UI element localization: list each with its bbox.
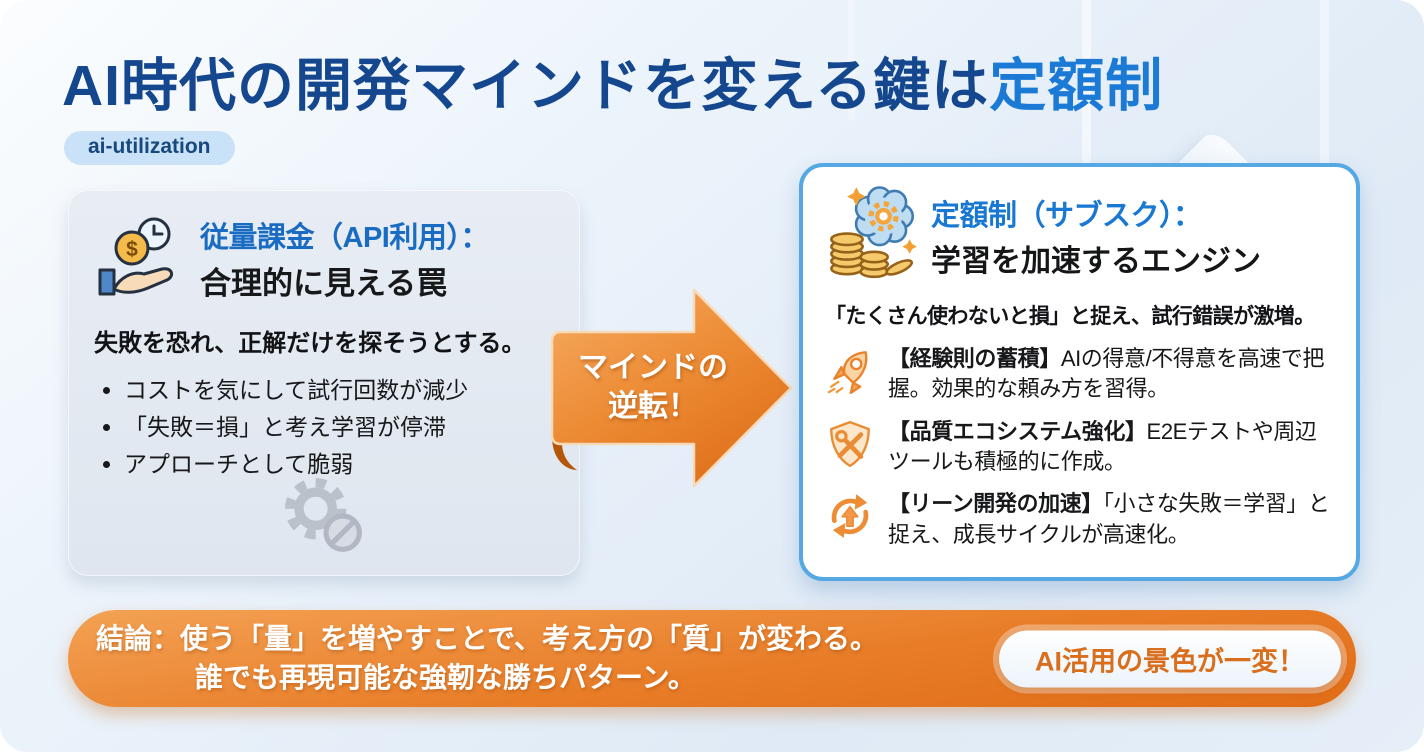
conclusion-banner: 結論：使う「量」を増やすことで、考え方の「質」が変わる。 誰でも再現可能な強靭な… [68,610,1356,707]
refresh-up-icon [825,489,875,548]
rocket-icon [825,344,875,403]
item-body: 「小さな失敗＝学習」と捉え、成長サイクルが高速化。 [888,491,1330,547]
pay-per-use-card: $ 従量課金（API利用）： 合理的に見える罠 失敗を恐れ、正解だけを探そうとす… [68,190,580,576]
arrow-label-line1: マインドの [578,350,728,384]
subscription-titles: 定額制（サブスク）： 学習を加速するエンジン [931,192,1261,280]
item-bold: 【経験則の蓄積】 [888,346,1061,371]
hand-coin-clock-icon: $ [94,214,186,303]
item-text: 【品質エコシステム強化】E2Eテストや周辺ツールも積極的に作成。 [888,417,1334,478]
bullet-item: アプローチとして脆弱 [124,446,554,483]
page-title-main: AI時代の開発マインドを変える鍵は [62,54,990,118]
arrow-shape [550,288,793,488]
conclusion-line2: 誰でも再現可能な強靭な勝ちパターン。 [195,661,696,693]
shield-tools-icon [825,417,875,476]
svg-text:$: $ [126,238,138,261]
background-line [1320,0,1329,300]
subscription-item-list: 【経験則の蓄積】AIの得意/不得意を高速で把握。効果的な頼み方を習得。 【品質エ… [825,344,1334,550]
bullet-item: 「失敗＝損」と考え学習が停滞 [124,409,554,446]
page-title-accent: 定額制 [989,54,1164,118]
list-item: 【経験則の蓄積】AIの得意/不得意を高速で把握。効果的な頼み方を習得。 [825,344,1334,405]
item-text: 【リーン開発の加速】「小さな失敗＝学習」と捉え、成長サイクルが高速化。 [888,489,1334,550]
mindset-flip-arrow: マインドの 逆転！ [544,284,796,496]
tag-badge: ai-utilization [64,131,235,165]
subscription-header: 定額制（サブスク）： 学習を加速するエンジン [825,185,1334,286]
background-line [1082,0,1091,230]
subscription-card: 定額制（サブスク）： 学習を加速するエンジン 「たくさん使わないと損」と捉え、試… [799,163,1360,581]
pay-per-use-title: 従量課金（API利用）： [200,222,489,254]
bullet-item: コストを気にして試行回数が減少 [124,372,554,409]
list-item: 【品質エコシステム強化】E2Eテストや周辺ツールも積極的に作成。 [825,417,1334,478]
arrow-label-line2: 逆転！ [608,389,698,423]
subscription-subtitle: 学習を加速するエンジン [931,244,1261,278]
pay-per-use-lead: 失敗を恐れ、正解だけを探そうとする。 [94,330,526,357]
conclusion-line1: 結論：使う「量」を増やすことで、考え方の「質」が変わる。 [96,622,879,654]
pay-per-use-header: $ 従量課金（API利用）： 合理的に見える罠 [94,214,554,303]
item-body: AIの得意/不得意を高速で把握。効果的な頼み方を習得。 [888,346,1325,402]
item-text: 【経験則の蓄積】AIの得意/不得意を高速で把握。効果的な頼み方を習得。 [888,344,1334,405]
conclusion-badge: AI活用の景色が一変！ [999,630,1341,687]
pay-per-use-subtitle: 合理的に見える罠 [200,266,448,301]
list-item: 【リーン開発の加速】「小さな失敗＝学習」と捉え、成長サイクルが高速化。 [825,489,1334,550]
page-title: AI時代の開発マインドを変える鍵は定額制 [62,40,1163,122]
gear-blocked-icon [68,469,580,566]
pay-per-use-bullet-list: コストを気にして試行回数が減少 「失敗＝損」と考え学習が停滞 アプローチとして脆… [94,372,554,482]
item-bold: 【リーン開発の加速】 [888,491,1103,517]
item-body: E2Eテストや周辺ツールも積極的に作成。 [888,418,1317,475]
coins-gear-icon [825,185,917,286]
conclusion-text: 結論：使う「量」を増やすことで、考え方の「質」が変わる。 誰でも再現可能な強靭な… [96,620,878,697]
item-bold: 【品質エコシステム強化】 [888,418,1147,444]
background-line [848,0,855,120]
subscription-title: 定額制（サブスク）： [931,199,1202,232]
pay-per-use-titles: 従量課金（API利用）： 合理的に見える罠 [200,214,489,303]
subscription-lead: 「たくさん使わないと損」と捉え、試行錯誤が激増。 [825,305,1315,328]
arrow-label: マインドの 逆転！ [558,348,748,426]
